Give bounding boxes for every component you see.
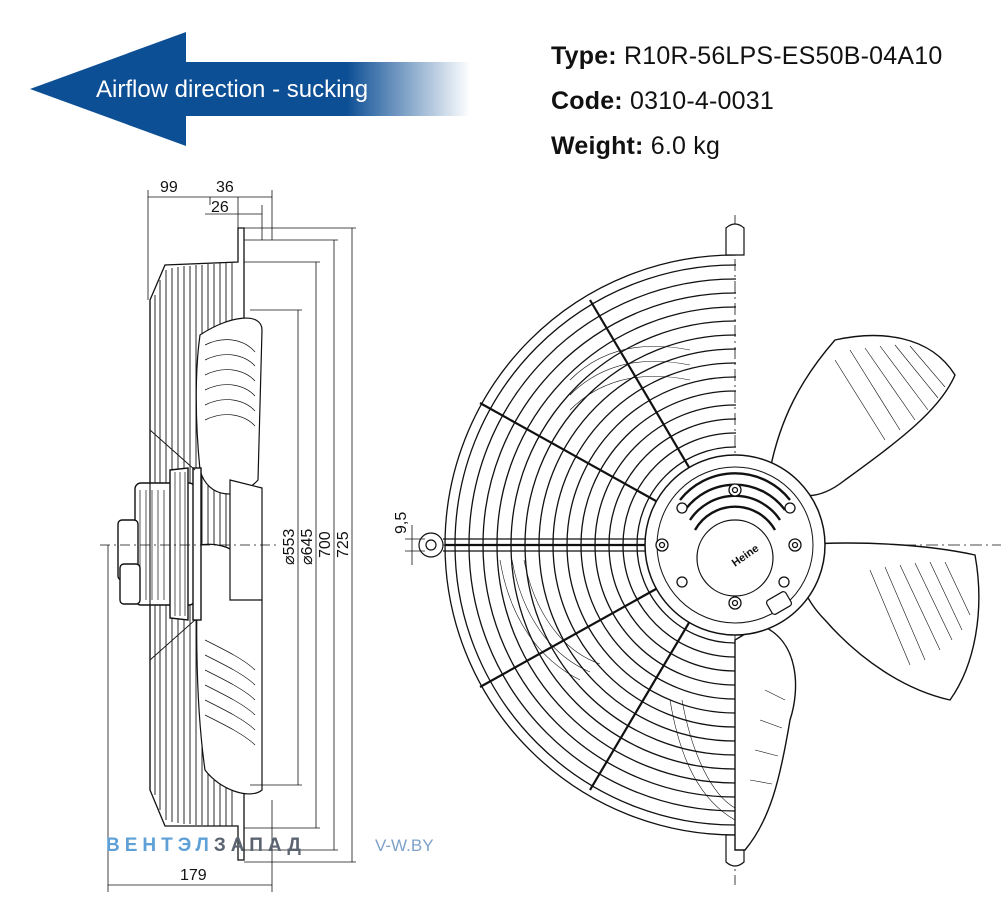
spec-type-value: R10R-56LPS-ES50B-04A10: [623, 42, 943, 70]
airflow-arrow: Airflow direction - sucking: [30, 32, 470, 146]
dim-725: 725: [335, 531, 352, 558]
dim-700: 700: [317, 531, 334, 558]
watermark-brand: ВЕНТЭЛЗАПАД: [106, 835, 306, 856]
watermark-url: V-W.BY: [375, 836, 434, 855]
front-view: [418, 215, 1001, 885]
dim-179: 179: [180, 867, 207, 884]
dim-553: ⌀553: [281, 529, 298, 565]
spec-weight-label: Weight:: [551, 132, 644, 160]
spec-code-label: Code:: [551, 87, 623, 115]
side-view: [100, 227, 280, 861]
dim-36: 36: [216, 179, 234, 196]
watermark-blue: ВЕНТЭЛ: [106, 835, 214, 856]
spec-weight-value: 6.0 kg: [650, 132, 721, 160]
spec-weight: Weight: 6.0 kg: [551, 132, 720, 161]
spec-code-value: 0310-4-0031: [629, 87, 774, 115]
spec-code: Code: 0310-4-0031: [551, 87, 774, 116]
watermark-dark: ЗАПАД: [214, 835, 306, 856]
dim-26: 26: [211, 199, 229, 216]
spec-type-label: Type:: [551, 42, 617, 70]
airflow-label: Airflow direction - sucking: [96, 76, 368, 103]
dimension-lines: [107, 190, 425, 892]
dim-9-5: 9,5: [393, 512, 410, 534]
dim-99: 99: [160, 179, 178, 196]
dim-645: ⌀645: [299, 529, 316, 565]
spec-type: Type: R10R-56LPS-ES50B-04A10: [551, 42, 942, 71]
